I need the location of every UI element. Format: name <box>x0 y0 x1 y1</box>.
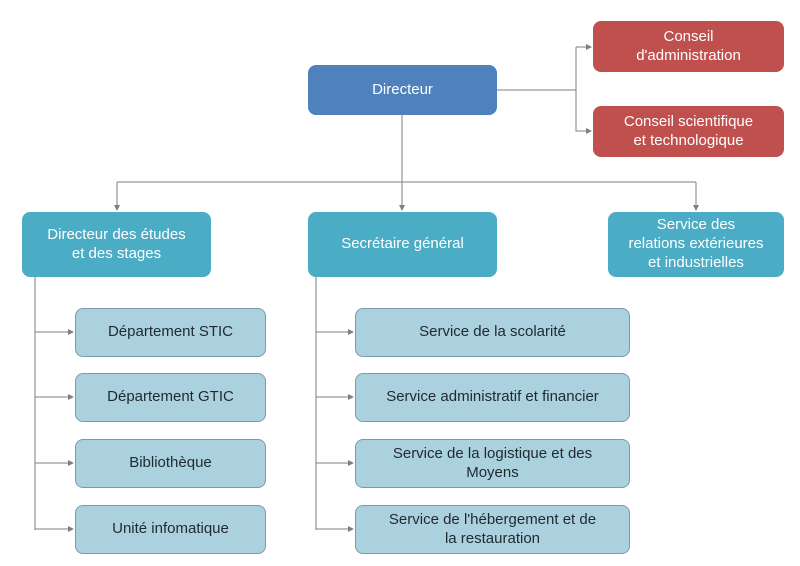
node-label: Unité infomatique <box>112 520 229 538</box>
node-label: Département STIC <box>107 323 234 341</box>
node-label: Service de l'hébergement et de la restau… <box>388 510 597 547</box>
node-label: Conseil scientifique et technologique <box>623 112 754 149</box>
node-service-housing: Service de l'hébergement et de la restau… <box>355 505 630 554</box>
node-label: Département GTIC <box>107 388 234 406</box>
node-service-scolarite: Service de la scolarité <box>355 308 630 357</box>
node-secretary-general: Secrétaire général <box>308 212 497 277</box>
node-council-administration: Conseil d'administration <box>593 21 784 72</box>
node-label: Service des relations extérieures et ind… <box>628 216 764 271</box>
connector-to-council-scientific <box>575 90 592 134</box>
connector-director-councils <box>497 47 577 91</box>
node-label: Service de la scolarité <box>419 323 566 341</box>
node-label: Conseil d'administration <box>636 27 741 64</box>
node-service-admin-finance: Service administratif et financier <box>355 373 630 422</box>
node-label: Directeur <box>372 80 433 98</box>
node-council-scientific: Conseil scientifique et technologique <box>593 106 784 157</box>
node-label: Secrétaire général <box>341 235 464 253</box>
node-label: Bibliothèque <box>129 454 212 472</box>
node-external-relations: Service des relations extérieures et ind… <box>608 212 784 277</box>
node-dept-gtic: Département GTIC <box>75 373 266 422</box>
node-label: Directeur des études et des stages <box>47 225 186 262</box>
node-library: Bibliothèque <box>75 439 266 488</box>
node-it-unit: Unité infomatique <box>75 505 266 554</box>
node-director: Directeur <box>308 65 497 115</box>
node-label: Service administratif et financier <box>386 388 599 406</box>
node-dept-stic: Département STIC <box>75 308 266 357</box>
node-label: Service de la logistique et des Moyens <box>392 444 593 481</box>
node-service-logistics: Service de la logistique et des Moyens <box>355 439 630 488</box>
node-director-studies: Directeur des études et des stages <box>22 212 211 277</box>
